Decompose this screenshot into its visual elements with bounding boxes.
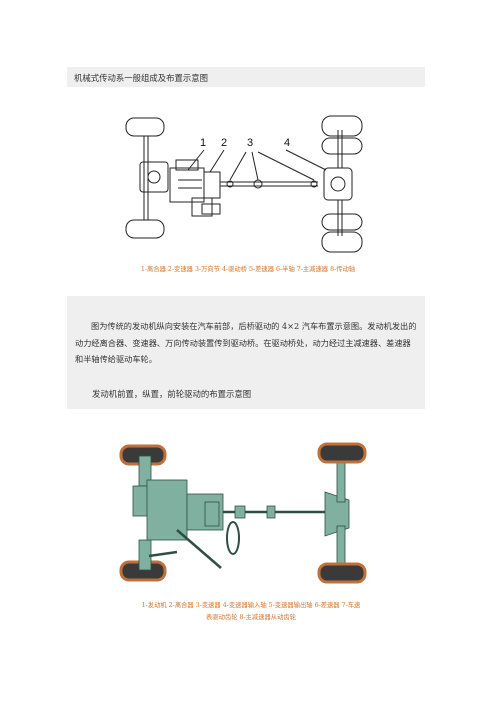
- figure1-drivetrain-diagram: 1 2 3 4: [125, 115, 363, 253]
- front-right-wheel: [125, 219, 165, 239]
- rear-right-tire: [317, 562, 367, 584]
- figure2-caption-line2: 表驱动齿轮 8-主减速器从动齿轮: [206, 614, 296, 621]
- figure1-label-2: 2: [221, 137, 227, 149]
- figure1-heading-box: 机械式传动系一般组成及布置示意图: [67, 67, 425, 87]
- figure2-drivetrain-diagram: .tire { fill: #3a3a3a; stroke: #c0703a; …: [119, 442, 367, 584]
- figure1-heading: 机械式传动系一般组成及布置示意图: [74, 73, 208, 83]
- figure2-caption: 1-发动机 2-离合器 3-变速器 4-变速器输入轴 5-变速器输出轴 6-差速…: [110, 600, 392, 624]
- steering-wheel: [226, 521, 240, 555]
- clutch-housing: [146, 479, 188, 541]
- figure2-heading: 发动机前置，纵置，前轮驱动的布置示意图: [92, 389, 252, 399]
- figure1-label-1: 1: [200, 137, 206, 149]
- front-left-wheel: [125, 117, 165, 137]
- description-paragraph: 图为传统的发动机纵向安装在汽车前部，后桥驱动的 4×2 汽车布置示意图。发动机发…: [75, 321, 417, 364]
- figure1-caption: 1-离合器 2-变速器 3-万向节 4-驱动桥 5-差速器 6-半轴 7-主减速…: [140, 266, 356, 273]
- rear-left-tire: [317, 442, 367, 464]
- rear-left-wheel: [321, 115, 363, 137]
- figure2-caption-line1: 1-发动机 2-离合器 3-变速器 4-变速器输入轴 5-变速器输出轴 6-差速…: [141, 602, 361, 609]
- figure1-label-4: 4: [284, 137, 290, 149]
- figure1-label-3: 3: [247, 137, 253, 149]
- description-box: 图为传统的发动机纵向安装在汽车前部，后桥驱动的 4×2 汽车布置示意图。发动机发…: [67, 296, 425, 409]
- rear-right-wheel: [321, 231, 363, 253]
